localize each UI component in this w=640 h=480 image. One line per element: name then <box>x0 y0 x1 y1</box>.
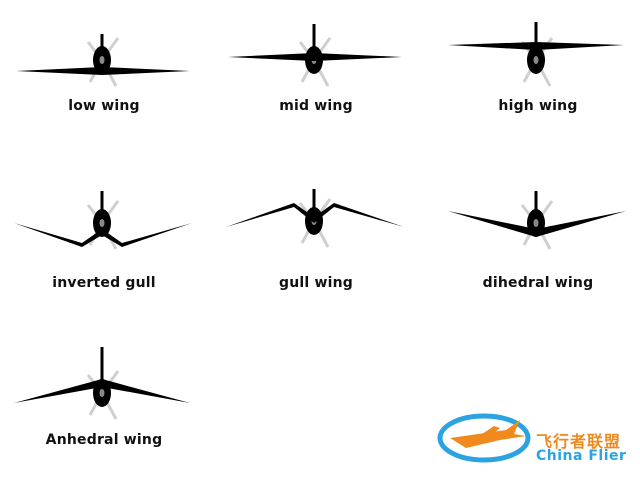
wing <box>14 379 190 403</box>
spinner <box>99 219 105 227</box>
label-gull-wing: gull wing <box>279 275 353 291</box>
spinner <box>533 56 539 64</box>
china-flier-logo-icon <box>437 413 531 463</box>
label-dihedral-wing: dihedral wing <box>482 275 594 291</box>
label-high-wing: high wing <box>498 98 578 114</box>
mid-wing-figure: mid wing <box>226 20 406 120</box>
mid-wing-drawing <box>228 24 402 87</box>
wing <box>448 42 624 50</box>
gull-wing-figure: gull wing <box>226 185 406 295</box>
anhedral-wing-drawing <box>14 347 190 420</box>
high-wing-figure: high wing <box>448 20 628 120</box>
dihedral-wing-drawing <box>448 191 626 250</box>
low-wing-drawing <box>16 34 190 87</box>
label-low-wing: low wing <box>68 98 140 114</box>
low-wing-figure: low wing <box>14 20 194 120</box>
inverted-gull-drawing <box>14 191 192 250</box>
spinner <box>533 219 539 227</box>
spinner <box>99 389 105 397</box>
wing <box>228 53 402 61</box>
watermark-text-cn: 飞行者联盟 <box>536 432 622 451</box>
label-mid-wing: mid wing <box>279 98 353 114</box>
wing <box>448 211 626 237</box>
gull-wing-drawing <box>226 189 404 248</box>
inverted-gull-figure: inverted gull <box>14 185 194 295</box>
label-inverted-gull: inverted gull <box>52 275 156 291</box>
label-anhedral-wing: Anhedral wing <box>45 432 163 448</box>
spinner <box>99 56 105 64</box>
watermark-text-en: China Flier <box>536 448 627 464</box>
high-wing-drawing <box>448 22 624 87</box>
anhedral-wing-figure: Anhedral wing <box>14 345 194 455</box>
wing <box>226 203 404 227</box>
dihedral-wing-figure: dihedral wing <box>448 185 628 295</box>
china-flier-watermark: 飞行者联盟 China Flier <box>436 408 636 472</box>
